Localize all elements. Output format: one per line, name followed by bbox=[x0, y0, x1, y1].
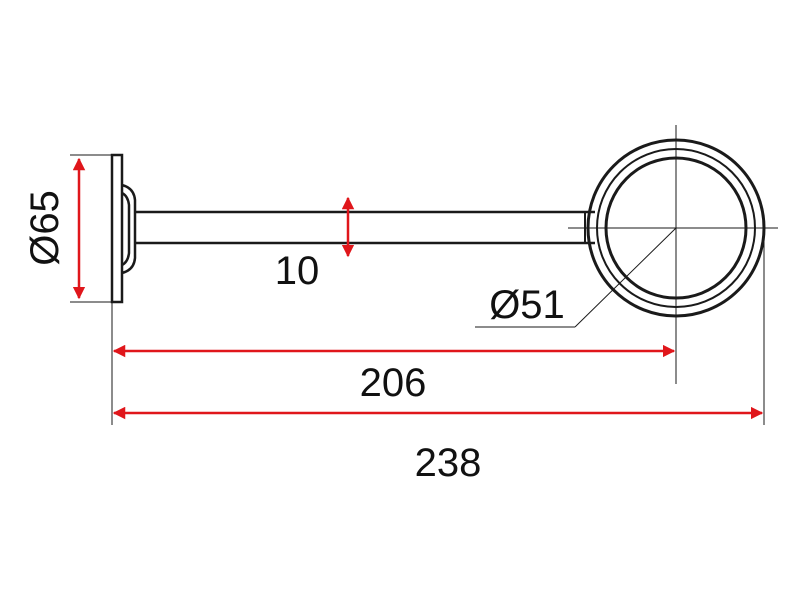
base-collar bbox=[121, 183, 137, 275]
mount-diameter-label: Ø65 bbox=[23, 190, 67, 266]
dimension-arrows bbox=[72, 157, 764, 420]
mounting-plate bbox=[110, 153, 124, 304]
ring-diameter-leader bbox=[574, 227, 677, 328]
overall-length-label: 238 bbox=[415, 441, 482, 485]
base-collar-inner bbox=[121, 191, 131, 267]
construction-lines bbox=[70, 125, 778, 425]
length-to-center-label: 206 bbox=[360, 361, 427, 405]
ring-diameter-label: Ø51 bbox=[489, 283, 565, 327]
rod-thickness-label: 10 bbox=[275, 249, 320, 293]
